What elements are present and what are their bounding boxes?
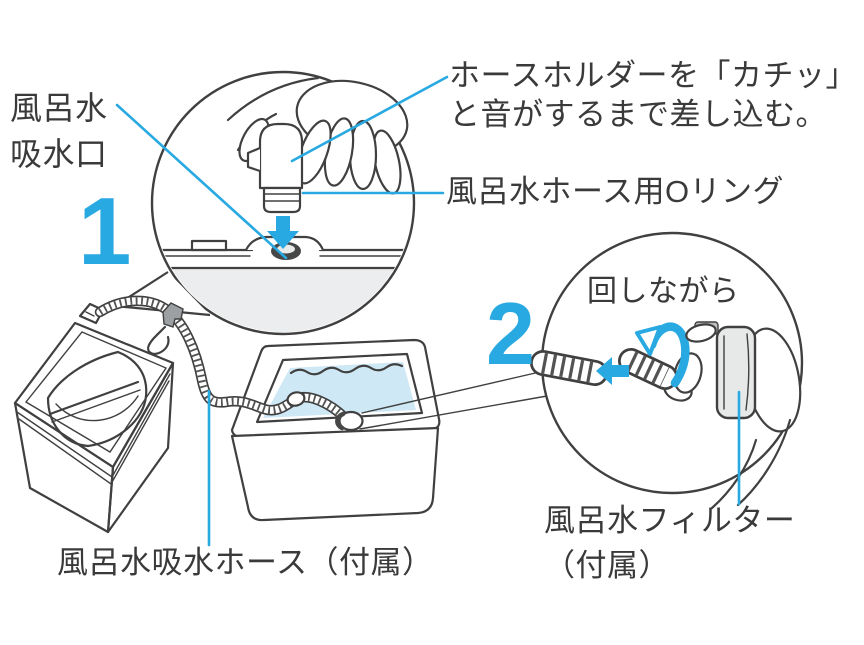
leader-line-intake [115, 103, 288, 260]
bath-hose [94, 295, 364, 432]
bathtub [230, 338, 441, 522]
magnifier-guide-line-bottom [359, 395, 548, 430]
rotate-label: 回しながら [587, 275, 740, 308]
leader-lines [115, 75, 741, 547]
down-arrow-icon [267, 216, 299, 249]
oring-label: 風呂水ホース用Oリング [446, 174, 785, 209]
bath-water-filter [685, 321, 757, 420]
water-surface-wave [289, 363, 404, 376]
intake-port-label-line2: 吸水口 [10, 136, 108, 172]
oring [262, 186, 302, 214]
magnifier-guide-line-top [361, 370, 545, 414]
hand-holding-filter [663, 327, 802, 510]
instruction-line1: ホースホルダーを「カチッ」 [449, 58, 857, 93]
instruction-line2: と音がするまで差し込む。 [449, 97, 827, 132]
hose-label: 風呂水吸水ホース（付属） [57, 545, 434, 580]
step2-number: 2 [486, 284, 535, 383]
hand-holding-hose-holder [226, 76, 409, 195]
intake-port-label-line1: 風呂水 [10, 90, 108, 126]
hose-holder [246, 122, 304, 214]
step1-number: 1 [78, 178, 132, 285]
filter-label-line1: 風呂水フィルター [544, 503, 796, 538]
machine-lid [46, 350, 148, 448]
hose-ring [286, 391, 306, 407]
filter-label-line2: （付属） [544, 548, 670, 583]
washing-machine [13, 302, 175, 534]
corrugated-hose-end [530, 348, 678, 390]
rotate-arrow-icon [635, 322, 690, 388]
left-arrow-icon [596, 357, 629, 385]
leader-line-holder [290, 75, 449, 163]
hose-hook [147, 325, 170, 355]
hose-clip [162, 302, 184, 328]
step2-closeup [530, 321, 802, 510]
bath-filter-in-tub [335, 410, 364, 432]
